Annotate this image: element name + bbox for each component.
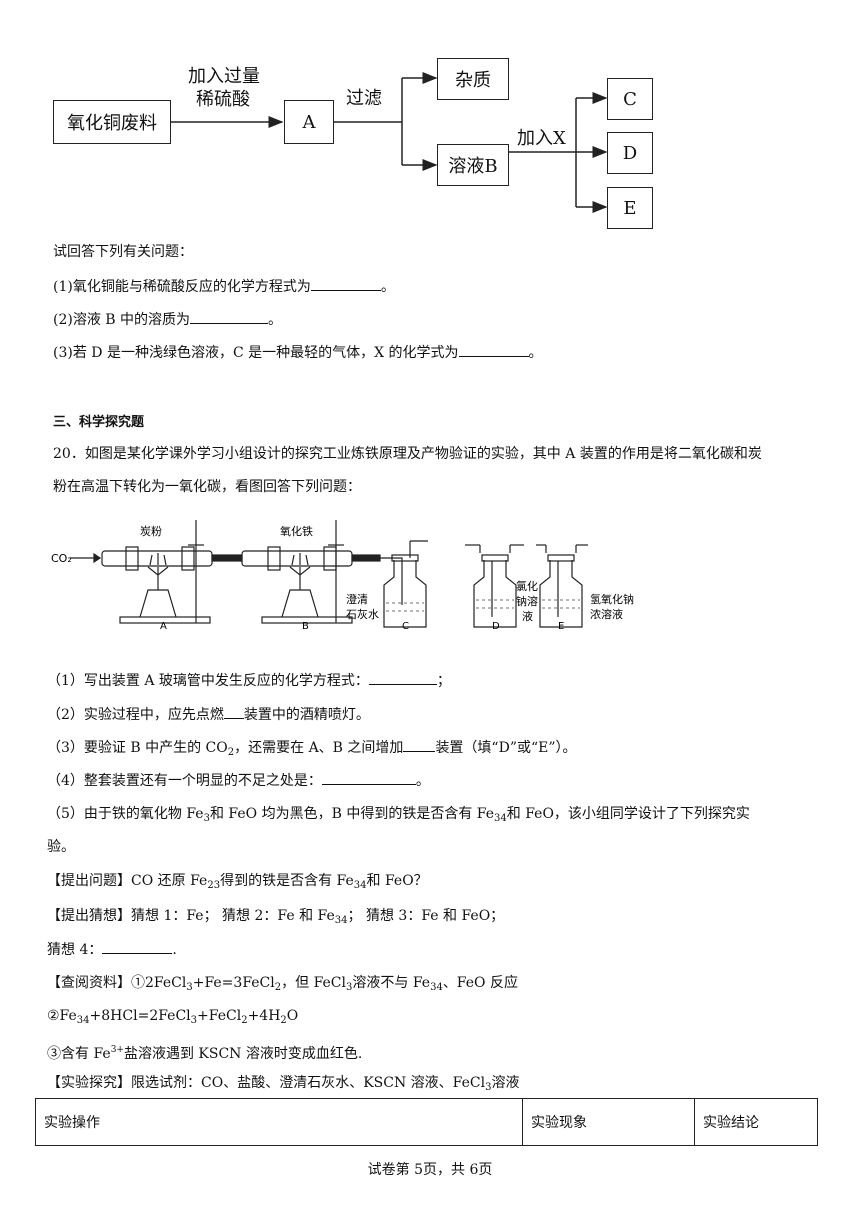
box-impurity: 杂质: [437, 58, 509, 100]
label-a: A: [160, 621, 167, 630]
guess-4-line: 猜想 4：.: [47, 939, 177, 960]
table-header-phenomenon: 实验现象: [522, 1098, 695, 1146]
experiment-table: 实验操作 实验现象 实验结论: [35, 1098, 818, 1146]
label-d: D: [492, 621, 500, 630]
naoh-label-2: 浓溶液: [590, 607, 623, 621]
answer-blank[interactable]: [310, 276, 381, 291]
intro-text: 试回答下列有关问题：: [53, 244, 193, 260]
reference-2: ②Fe34+8HCl=2FeCl3+FeCl2+4H2O: [47, 1008, 299, 1026]
label-c: C: [402, 621, 409, 630]
subquestion-3: （3）要验证 B 中产生的 CO2，还需要在 A、B 之间增加装置（填“D”或“…: [47, 737, 577, 763]
reagent-label-2: 稀硫酸: [196, 89, 250, 110]
nacl-label-2: 钠溶: [516, 594, 538, 608]
box-d: D: [607, 132, 653, 174]
limewater-label-1: 澄清: [346, 592, 368, 606]
question-3: (3)若 D 是一种浅绿色溶液，C 是一种最轻的气体，X 的化学式为。: [53, 342, 543, 363]
guess-line: 【提出猜想】猜想 1：Fe； 猜想 2：Fe 和 Fe34； 猜想 3：Fe 和…: [47, 908, 505, 926]
question-20-line1: 20．如图是某化学课外学习小组设计的探究工业炼铁原理及产物验证的实验，其中 A …: [53, 446, 762, 462]
answer-blank[interactable]: [190, 309, 269, 324]
co2-label: CO₂: [51, 552, 72, 565]
page-footer: 试卷第 5页，共 6页: [367, 1162, 493, 1178]
flow-arrows: [170, 72, 608, 213]
reference-3: ③含有 Fe3+盐溶液遇到 KSCN 溶液时变成血红色.: [47, 1045, 363, 1062]
question-2: (2)溶液 B 中的溶质为。: [53, 309, 282, 330]
filter-label: 过滤: [346, 88, 382, 109]
problem-line: 【提出问题】CO 还原 Fe23得到的铁是否含有 Fe34和 FeO？: [47, 873, 428, 891]
nacl-label-3: 液: [522, 609, 533, 623]
limewater-label-2: 石灰水: [346, 607, 379, 621]
box-source: 氧化铜废料: [53, 100, 171, 144]
box-a: A: [284, 100, 334, 144]
label-e: E: [558, 621, 564, 630]
subquestion-1: （1）写出装置 A 玻璃管中发生反应的化学方程式：；: [47, 670, 451, 691]
box-c: C: [607, 78, 653, 120]
table-header-row: 实验操作 实验现象 实验结论: [35, 1098, 818, 1146]
section-title: 三、科学探究题: [53, 415, 145, 430]
subquestion-4: （4）整套装置还有一个明显的不足之处是：。: [47, 770, 430, 791]
box-e: E: [607, 187, 653, 229]
subquestion-5-line1: （5）由于铁的氧化物 Fe3和 FeO 均为黑色，B 中得到的铁是否含有 Fe3…: [47, 806, 750, 824]
explore-line: 【实验探究】限选试剂：CO、盐酸、澄清石灰水、KSCN 溶液、FeCl3溶液: [47, 1075, 520, 1093]
answer-blank[interactable]: [458, 342, 529, 357]
reference-1: 【查阅资料】①2FeCl3+Fe=3FeCl2，但 FeCl3溶液不与 Fe34…: [47, 975, 518, 993]
subquestion-2: （2）实验过程中，应先点燃装置中的酒精喷灯。: [47, 704, 370, 725]
add-x-label: 加入X: [517, 128, 566, 149]
iron-oxide-label: 氧化铁: [280, 524, 313, 538]
answer-blank[interactable]: [403, 737, 436, 752]
reagent-label-1: 加入过量: [188, 66, 260, 87]
question-1: (1)氧化铜能与稀硫酸反应的化学方程式为。: [53, 276, 395, 297]
label-b: B: [302, 621, 309, 630]
carbon-label: 炭粉: [140, 525, 162, 538]
apparatus-figure: CO₂ 炭粉 氧化铁 澄清 石灰水 氯化 钠溶 液 氢氧化钠 浓溶液 A B C…: [51, 520, 634, 630]
answer-blank[interactable]: [368, 670, 437, 685]
question-20-line2: 粉在高温下转化为一氧化碳，看图回答下列问题：: [53, 479, 361, 495]
box-solution-b: 溶液B: [437, 144, 509, 186]
answer-blank[interactable]: [321, 770, 416, 785]
answer-blank[interactable]: [223, 704, 244, 719]
naoh-label-1: 氢氧化钠: [590, 592, 634, 606]
subquestion-5-line2: 验。: [47, 839, 75, 855]
nacl-label-1: 氯化: [516, 579, 538, 593]
answer-blank[interactable]: [102, 939, 173, 954]
table-header-conclusion: 实验结论: [694, 1098, 818, 1146]
table-header-operation: 实验操作: [35, 1098, 523, 1146]
